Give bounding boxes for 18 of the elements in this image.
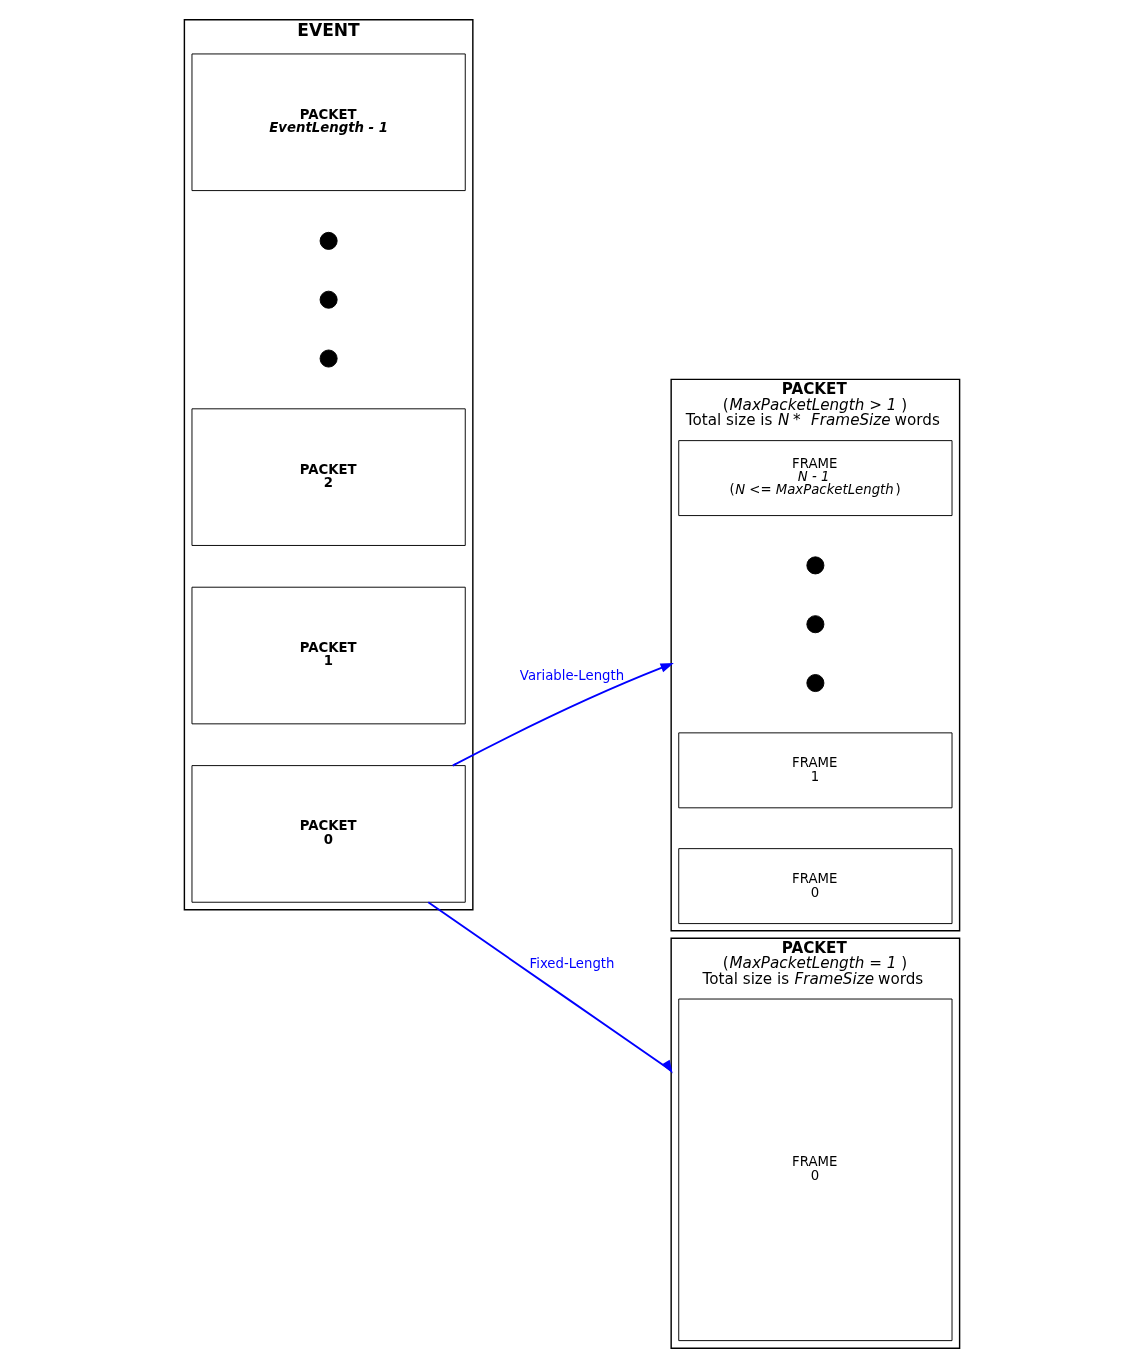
node-box: FRAME 1 (678, 732, 953, 809)
arrow (451, 663, 674, 767)
edge-label: Fixed-Length (529, 955, 615, 971)
node-box: FRAME 0 (678, 848, 953, 925)
node-circle (806, 615, 825, 634)
edge-label: Variable-Length (519, 668, 625, 684)
node-circle (319, 231, 338, 250)
node-circle (319, 349, 338, 368)
node-circle (806, 556, 825, 575)
node-box: PACKET 1 (191, 586, 466, 725)
node-box: PACKET EventLength - 1 (191, 53, 466, 192)
arrow (427, 901, 673, 1074)
node-box: FRAME N - 1 (N <= MaxPacketLength) (678, 440, 953, 517)
node-box: PACKET 0 (191, 765, 466, 903)
node-box: PACKET 2 (191, 408, 466, 546)
node-circle (319, 290, 338, 309)
node-box: FRAME 0 (678, 998, 953, 1342)
node-circle (806, 674, 825, 693)
